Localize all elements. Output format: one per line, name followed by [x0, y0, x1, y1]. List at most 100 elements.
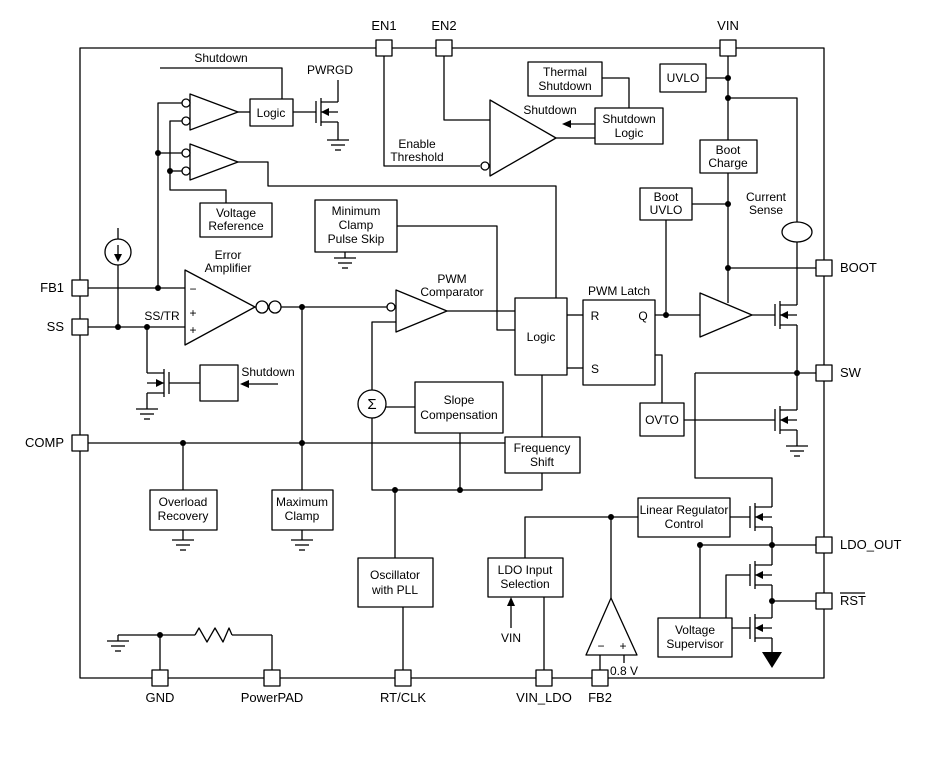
- frequency-shift-label: Shift: [530, 455, 555, 469]
- thermal-shutdown-label: Thermal: [543, 65, 587, 79]
- ground-icon: [327, 136, 349, 151]
- pin-powerpad: [263, 669, 281, 687]
- pin-ss: [71, 318, 89, 336]
- free-labels: Shutdown PWRGD Enable Threshold Shutdown…: [144, 51, 786, 678]
- pin-boot-label: BOOT: [840, 260, 877, 275]
- pin-labels: EN1 EN2 VIN FB1 SS COMP BOOT SW LDO_OUT …: [25, 18, 901, 705]
- uvlo-label: UVLO: [667, 71, 700, 85]
- pin-rst: [815, 592, 833, 610]
- block-ldo-input-selection: [487, 557, 564, 598]
- gm-output-icon: [255, 300, 269, 314]
- voltage-supervisor-label: Supervisor: [666, 637, 723, 651]
- ground-icon: [334, 257, 356, 269]
- fb2-minus-mark: −: [597, 639, 604, 653]
- fb2-plus-mark: +: [619, 639, 626, 653]
- pin-vin-label: VIN: [717, 18, 739, 33]
- thermal-shutdown-label: Shutdown: [538, 79, 591, 93]
- maximum-clamp-label: Clamp: [285, 509, 320, 523]
- linear-regulator-control-label: Linear Regulator: [640, 503, 729, 517]
- pin-gnd-label: GND: [146, 690, 175, 705]
- pin-fb1: [71, 279, 89, 297]
- ss-tr-label: SS/TR: [144, 309, 180, 323]
- pin-rst-label: RST: [840, 593, 866, 608]
- inverting-bubble-icon: [181, 116, 191, 126]
- enable-threshold-label: Threshold: [390, 150, 443, 164]
- softstart-discharge-fet: [146, 369, 200, 407]
- latch-s-label: S: [591, 362, 599, 376]
- block-voltage-reference: [199, 202, 273, 238]
- ground-icon: [136, 407, 158, 420]
- pin-comp-label: COMP: [25, 435, 64, 450]
- pin-vin-ldo: [535, 669, 553, 687]
- pin-en1-label: EN1: [371, 18, 396, 33]
- voltage-reference-label: Voltage: [216, 206, 256, 220]
- ldo-input-selection-label: Selection: [500, 577, 549, 591]
- block-boot-uvlo: [639, 187, 693, 221]
- ov-comparator: [189, 143, 239, 181]
- uv-comparator: [189, 93, 239, 131]
- shutdown-top-label: Shutdown: [194, 51, 247, 65]
- block-frequency-shift: [504, 436, 581, 474]
- resistor-icon: [194, 627, 233, 643]
- pin-rt-clk: [394, 669, 412, 687]
- pin-vin-ldo-label: VIN_LDO: [516, 690, 572, 705]
- pwrgd-fet: [315, 80, 339, 136]
- block-oscillator: [357, 557, 434, 608]
- error-amplifier-label: Error: [215, 248, 242, 262]
- block-uvlo: [659, 63, 707, 93]
- inverting-bubble-icon: [386, 302, 396, 312]
- pin-comp: [71, 434, 89, 452]
- pwm-comparator-triangle: [395, 289, 448, 333]
- pin-ldo-out: [815, 536, 833, 554]
- sigma-symbol: Σ: [367, 396, 376, 413]
- block-slope-compensation: [414, 381, 504, 434]
- shutdown-ss-arrow-icon: [240, 380, 249, 388]
- pin-powerpad-label: PowerPAD: [241, 690, 304, 705]
- maximum-clamp-label: Maximum: [276, 495, 328, 509]
- block-linear-regulator-control: [637, 497, 731, 538]
- voltage-reference-label: Reference: [208, 219, 264, 233]
- junction-dots: [115, 75, 800, 638]
- slope-compensation-label: Compensation: [420, 408, 497, 422]
- ea-minus-mark: −: [189, 282, 196, 296]
- block-shutdown-logic: [594, 107, 664, 145]
- pwm-latch-title: PWM Latch: [588, 284, 650, 298]
- gate-driver: [699, 292, 753, 338]
- pin-vin: [719, 39, 737, 57]
- shutdown-logic-label: Logic: [615, 126, 644, 140]
- round-symbols: [104, 98, 813, 419]
- shutdown-ss-label: Shutdown: [241, 365, 294, 379]
- block-minimum-clamp: [314, 199, 398, 253]
- pin-squares: [71, 39, 833, 687]
- block-boot-charge: [699, 139, 758, 174]
- amplifier-symbols: [184, 93, 753, 656]
- low-side-fet: [774, 406, 798, 444]
- ground-icon: [291, 530, 313, 551]
- boot-charge-label: Boot: [716, 143, 741, 157]
- boot-uvlo-label: UVLO: [650, 203, 683, 217]
- oscillator-label: with PLL: [371, 583, 418, 597]
- pin-fb2: [591, 669, 609, 687]
- slope-compensation-label: Slope: [444, 393, 475, 407]
- inverting-bubble-icon: [480, 161, 490, 171]
- voltage-supervisor-label: Voltage: [675, 623, 715, 637]
- boot-uvlo-label: Boot: [654, 190, 679, 204]
- block-maximum-clamp: [271, 489, 334, 531]
- pwm-logic-label: Logic: [527, 330, 556, 344]
- inverting-bubble-icon: [181, 98, 191, 108]
- shutdown-logic-label: Shutdown: [602, 112, 655, 126]
- ea-plus-mark: +: [189, 323, 196, 337]
- ldo-error-amplifier: [585, 597, 638, 656]
- pin-en2: [435, 39, 453, 57]
- inverting-bubble-icon: [181, 166, 191, 176]
- ground-icon: [786, 444, 808, 457]
- block-labels: Thermal Shutdown UVLO Shutdown Logic Boo…: [158, 65, 748, 651]
- latch-q-label: Q: [638, 309, 647, 323]
- error-amplifier: [184, 269, 256, 346]
- block-voltage-supervisor: [657, 617, 733, 658]
- latch-r-label: R: [591, 309, 600, 323]
- frequency-shift-label: Frequency: [514, 441, 571, 455]
- ground-triangle-icon: [762, 652, 782, 668]
- current-sense-label: Sense: [749, 203, 783, 217]
- minimum-clamp-label: Pulse Skip: [328, 232, 385, 246]
